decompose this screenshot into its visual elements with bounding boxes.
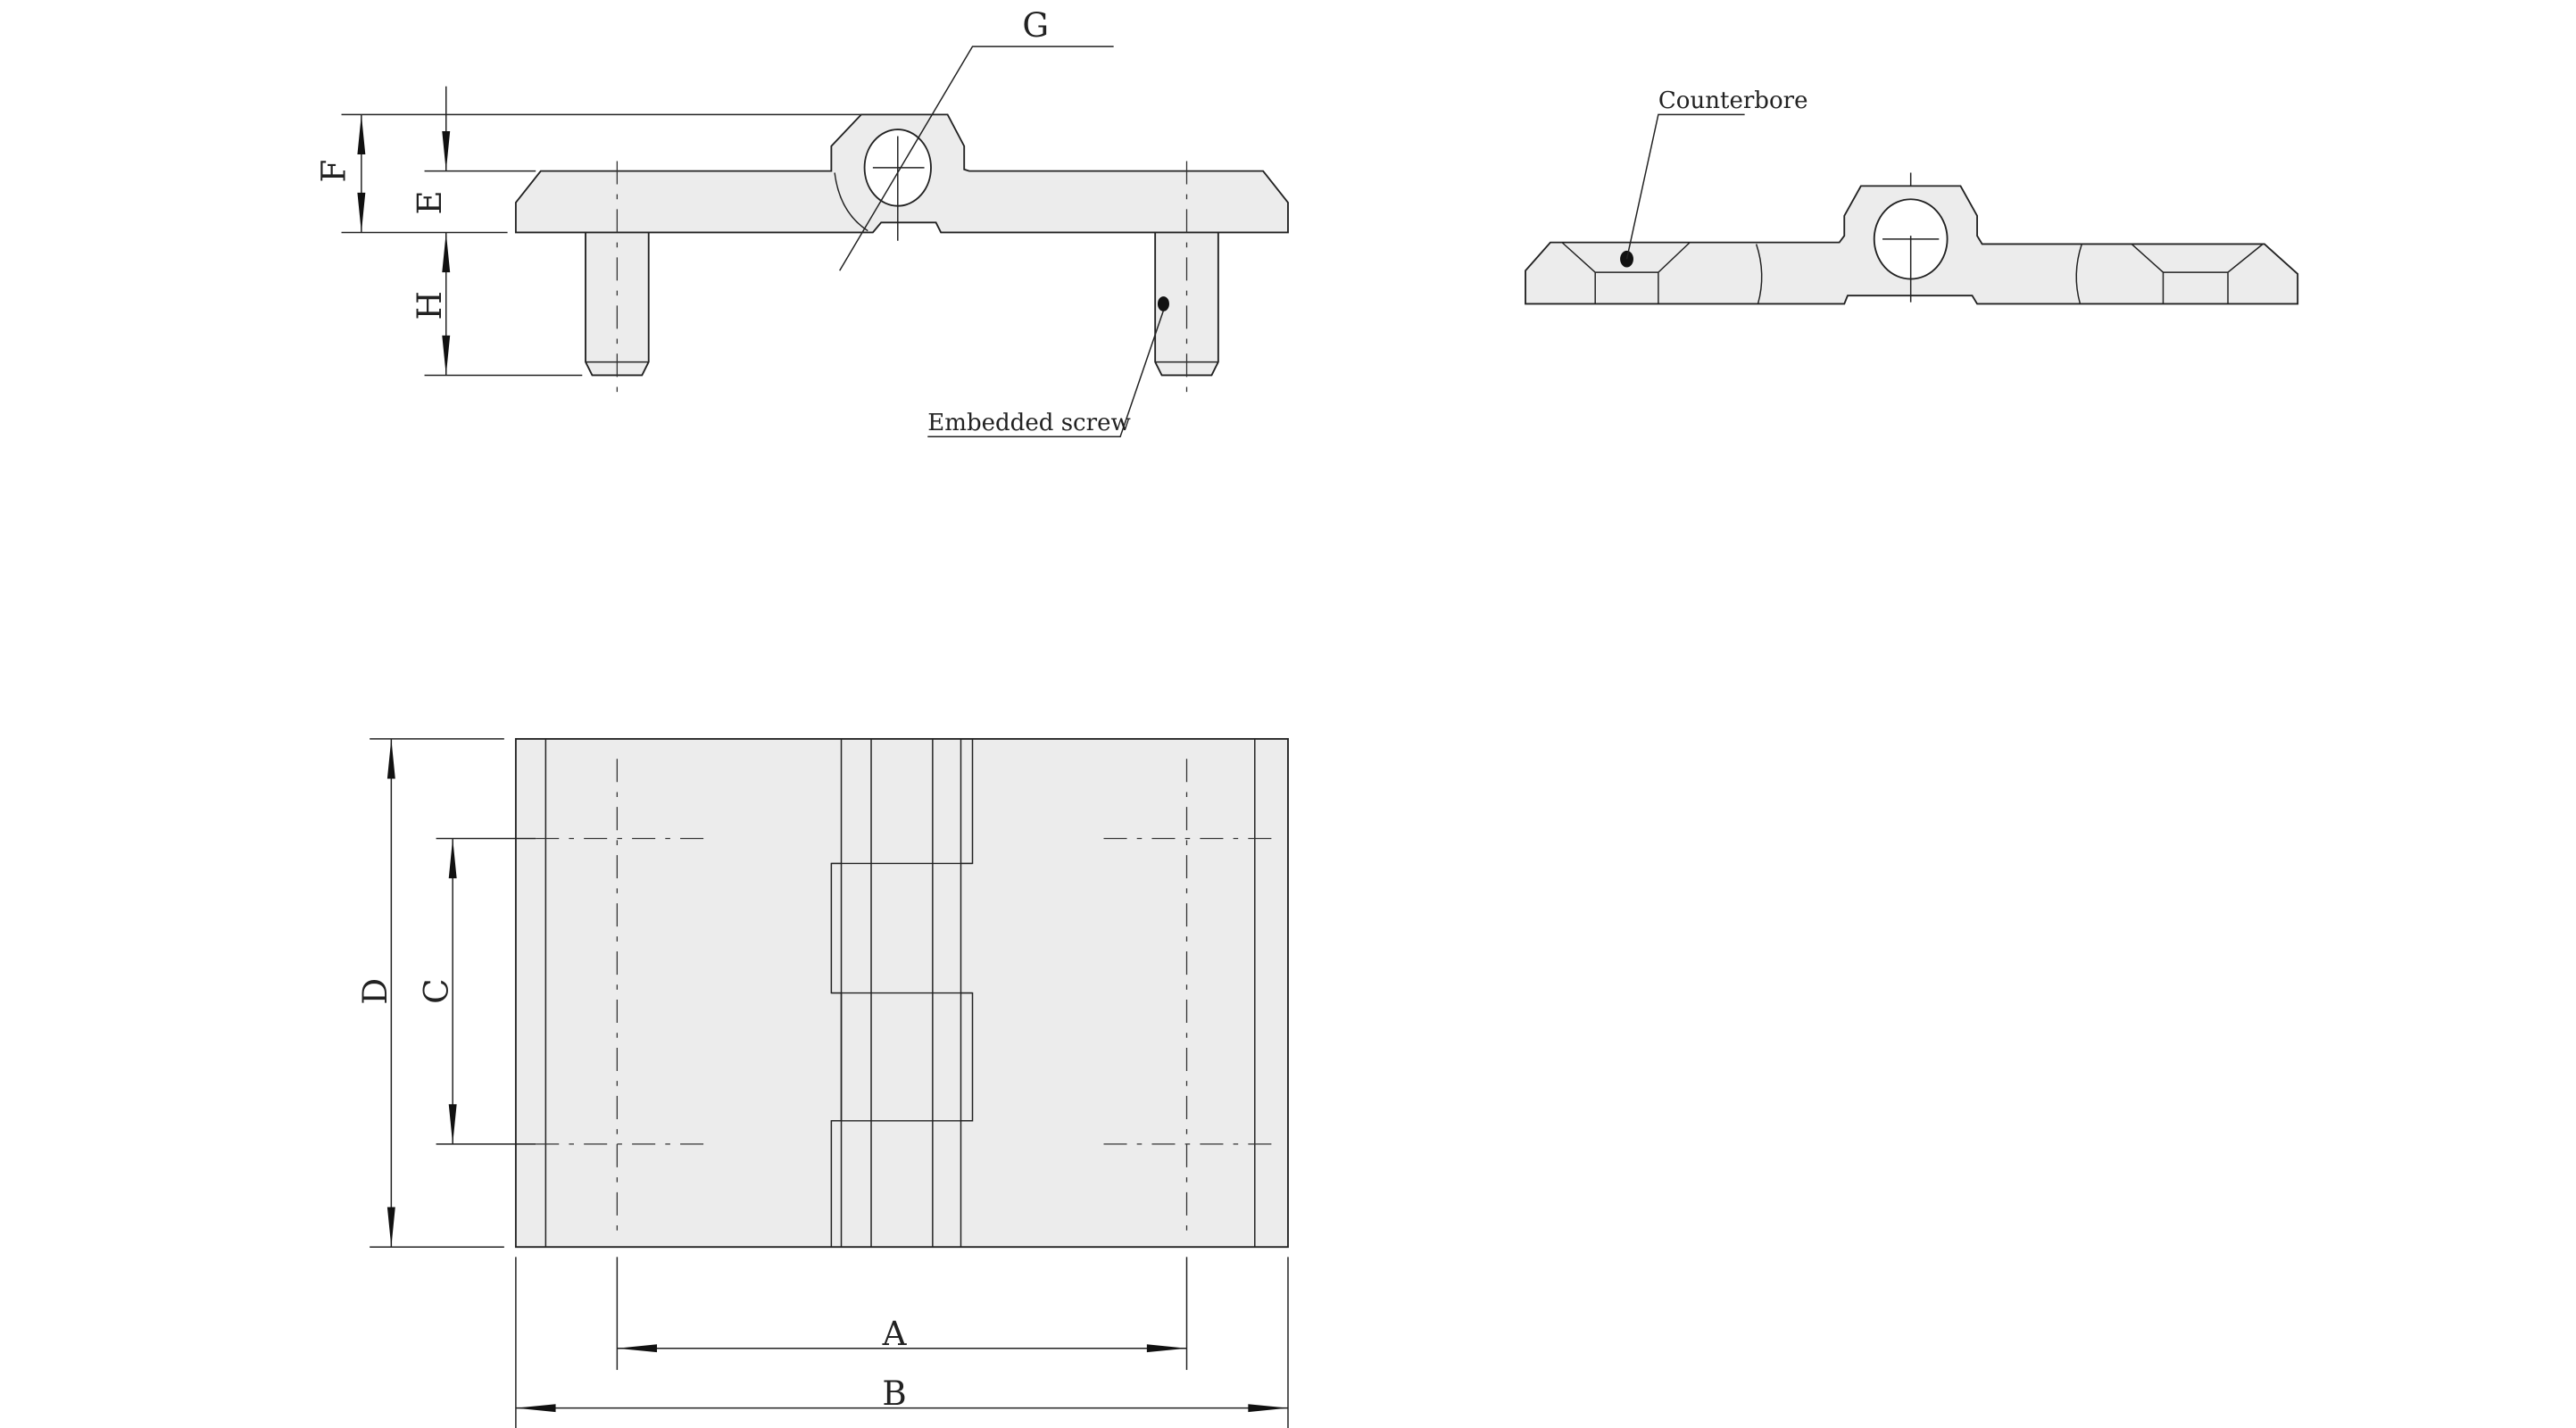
dim-label-f: F <box>313 160 353 183</box>
section-view: Counterbore <box>1525 87 2299 316</box>
dim-label-h: H <box>410 291 449 320</box>
side-view: F E H G Embedded screw <box>313 5 1289 438</box>
dim-label-a: A <box>882 1314 908 1353</box>
plan-view: D C A B <box>355 737 1289 1428</box>
dim-label-c: C <box>417 978 456 1003</box>
dim-label-g: G <box>1022 5 1049 45</box>
note-embedded-screw: Embedded screw <box>927 410 1131 436</box>
note-counterbore: Counterbore <box>1658 87 1808 114</box>
dim-label-e: E <box>410 190 449 214</box>
dim-label-b: B <box>882 1374 906 1413</box>
dim-label-d: D <box>355 978 395 1005</box>
